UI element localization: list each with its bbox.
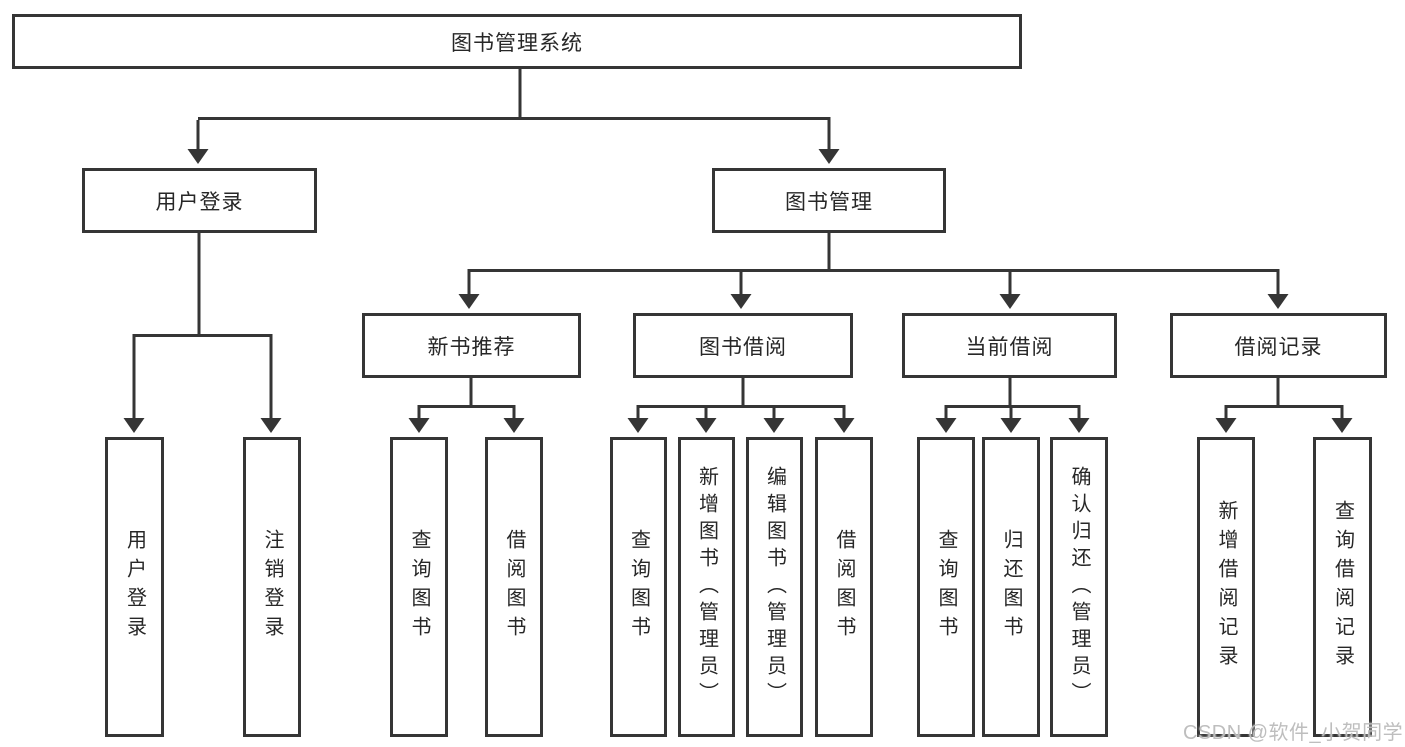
node-edit-books-admin: 编辑图书（管理员） [746, 437, 803, 737]
spine-current-borrow [944, 378, 1081, 408]
node-root: 图书管理系统 [12, 14, 1022, 69]
node-user-login-label: 用户登录 [155, 190, 244, 214]
node-borrow-records: 借阅记录 [1170, 313, 1387, 378]
node-book-borrow-label: 图书借阅 [699, 335, 787, 359]
node-book-management: 图书管理 [712, 168, 946, 233]
spine-new-book-recommend [417, 378, 516, 408]
spine-book-management [467, 233, 1280, 272]
node-book-borrow: 图书借阅 [633, 313, 853, 378]
spine-user-login [132, 233, 273, 337]
node-new-book-recommend: 新书推荐 [362, 313, 581, 378]
node-query-books: 查询图书 [390, 437, 448, 737]
node-confirm-return-admin: 确认归还（管理员） [1050, 437, 1108, 737]
spine-root [198, 69, 831, 120]
node-add-books-admin: 新增图书（管理员） [678, 437, 735, 737]
node-query-books: 查询图书 [610, 437, 667, 737]
node-book-management-label: 图书管理 [785, 190, 873, 214]
spine-book-borrow [636, 378, 846, 408]
node-borrow-books: 借阅图书 [485, 437, 543, 737]
node-borrow-records-label: 借阅记录 [1234, 335, 1323, 359]
node-new-book-recommend-label: 新书推荐 [427, 335, 516, 359]
spine-borrow-records [1224, 378, 1344, 408]
node-user-login: 用户登录 [82, 168, 317, 233]
node-root-label: 图书管理系统 [451, 31, 583, 55]
node-current-borrow-label: 当前借阅 [965, 335, 1054, 359]
node-user-login-leaf: 用户登录 [105, 437, 164, 737]
node-return-books: 归还图书 [982, 437, 1040, 737]
node-query-books: 查询图书 [917, 437, 975, 737]
node-logout-leaf: 注销登录 [243, 437, 301, 737]
node-borrow-books: 借阅图书 [815, 437, 873, 737]
node-query-borrow-record: 查询借阅记录 [1313, 437, 1372, 737]
csdn-watermark: CSDN @软件_小贺同学 [1183, 722, 1404, 744]
node-current-borrow: 当前借阅 [902, 313, 1117, 378]
node-add-borrow-record: 新增借阅记录 [1197, 437, 1255, 737]
